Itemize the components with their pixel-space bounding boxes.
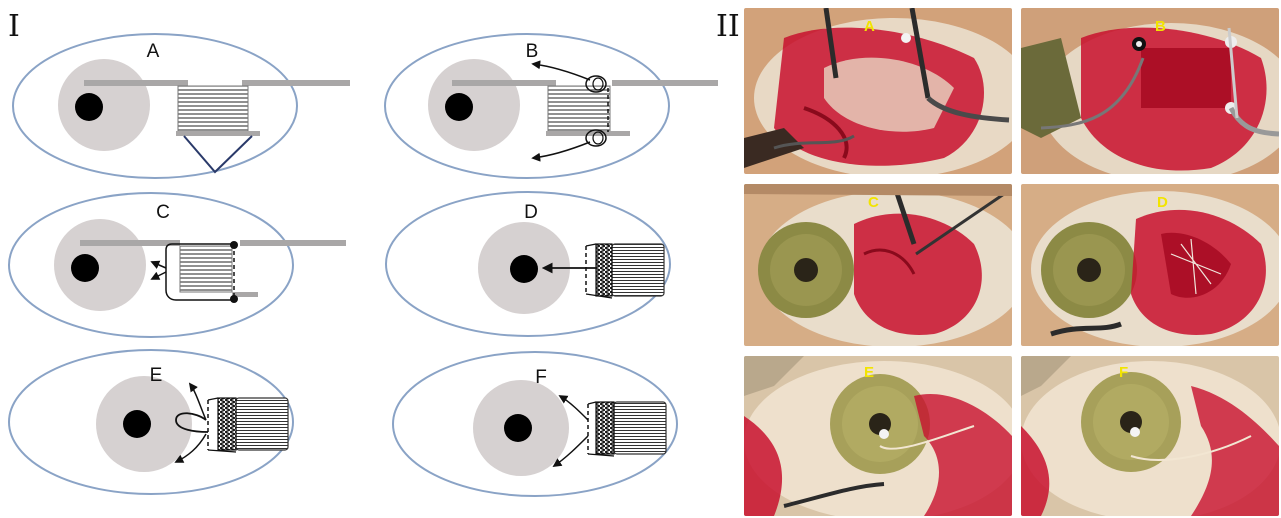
photo-letter-B: B — [1155, 18, 1166, 35]
diagram-panel-D: D — [386, 192, 670, 336]
diagram-panel-A: A — [13, 34, 350, 178]
photo-letter-A: A — [864, 18, 875, 35]
diagram-letter-D: D — [524, 202, 538, 223]
photo-letter-C: C — [868, 194, 879, 211]
surgery-photo-F: F — [1021, 356, 1279, 516]
diagram-letter-F: F — [535, 367, 547, 388]
diagram-panel-B: B — [385, 34, 718, 178]
diagram-letter-E: E — [150, 365, 163, 386]
diagram-letter-A: A — [147, 41, 160, 62]
photo-letter-E: E — [864, 364, 874, 381]
diagram-panel-E: E — [9, 350, 293, 494]
photo-letter-F: F — [1119, 364, 1128, 381]
surgery-photo-A: A — [744, 8, 1012, 174]
surgery-photo-B: B — [1021, 8, 1279, 174]
diagram-section-I: A B C — [0, 0, 730, 518]
surgery-photo-C: C — [744, 184, 1012, 346]
diagram-letter-C: C — [156, 202, 170, 223]
diagram-panel-F: F — [393, 352, 677, 496]
diagram-panel-C: C — [9, 193, 346, 337]
diagram-letter-B: B — [526, 41, 539, 62]
surgery-photo-D: D — [1021, 184, 1279, 346]
surgery-photo-E: E — [744, 356, 1012, 516]
photo-letter-D: D — [1157, 194, 1168, 211]
